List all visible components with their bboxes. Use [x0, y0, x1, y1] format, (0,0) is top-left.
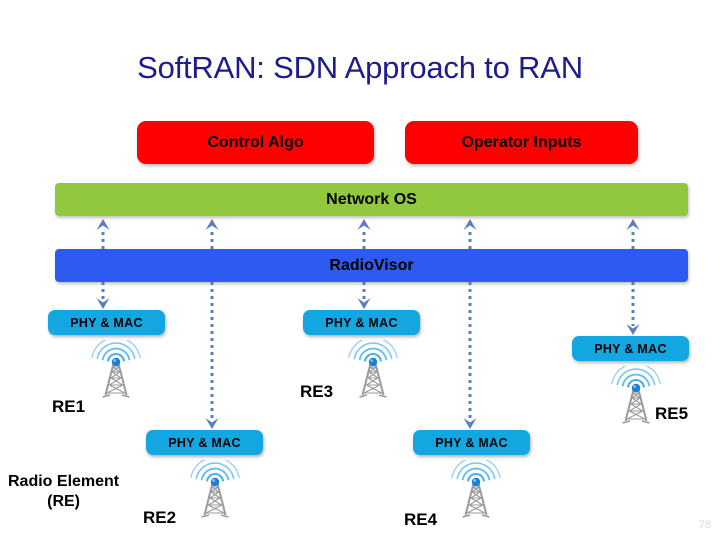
uplink-arrow [357, 219, 371, 249]
page-title: SoftRAN: SDN Approach to RAN [137, 50, 583, 85]
radio-tower-icon [451, 460, 501, 518]
radio-tower-icon [348, 340, 398, 398]
downlink-arrow [626, 282, 640, 335]
radiovisor-label: RadioVisor [329, 256, 414, 274]
phy-mac-label: PHY & MAC [70, 315, 143, 330]
uplink-arrow [205, 219, 219, 249]
radio-element-label: RE2 [143, 508, 177, 527]
phy-mac-box[interactable]: PHY & MAC [303, 310, 420, 335]
control-algo-box[interactable]: Control Algo [137, 121, 374, 164]
phy-mac-box[interactable]: PHY & MAC [413, 430, 530, 455]
downlink-arrow [463, 282, 477, 429]
phy-mac-label: PHY & MAC [168, 435, 241, 450]
page-number: 78 [698, 519, 711, 531]
phy-mac-box[interactable]: PHY & MAC [146, 430, 263, 455]
network-os-label: Network OS [326, 190, 417, 208]
radio-element-label: RE3 [300, 382, 334, 401]
operator-inputs-label: Operator Inputs [461, 133, 582, 151]
control-algo-label: Control Algo [207, 133, 304, 151]
radio-element-caption-line1: Radio Element [8, 473, 120, 490]
radio-tower-icon [611, 366, 661, 424]
radio-element-label: RE1 [52, 397, 86, 416]
phy-mac-box[interactable]: PHY & MAC [48, 310, 165, 335]
downlink-arrow [96, 282, 110, 309]
phy-mac-label: PHY & MAC [435, 435, 508, 450]
radio-element-label: RE4 [404, 510, 438, 529]
radio-tower-icon [91, 340, 141, 398]
phy-mac-label: PHY & MAC [594, 341, 667, 356]
phy-mac-label: PHY & MAC [325, 315, 398, 330]
downlink-arrow [205, 282, 219, 429]
downlink-arrow [357, 282, 371, 309]
uplink-arrow [96, 219, 110, 249]
phy-mac-box[interactable]: PHY & MAC [572, 336, 689, 361]
radio-tower-icon [190, 460, 240, 518]
radiovisor-bar[interactable]: RadioVisor [55, 249, 688, 282]
operator-inputs-box[interactable]: Operator Inputs [405, 121, 638, 164]
network-os-bar[interactable]: Network OS [55, 183, 688, 216]
uplink-arrow [463, 219, 477, 249]
radio-element-caption: Radio Element (RE) [8, 472, 119, 512]
radio-element-caption-line2: (RE) [47, 493, 81, 510]
uplink-arrow [626, 219, 640, 249]
radio-element-label: RE5 [655, 404, 689, 423]
